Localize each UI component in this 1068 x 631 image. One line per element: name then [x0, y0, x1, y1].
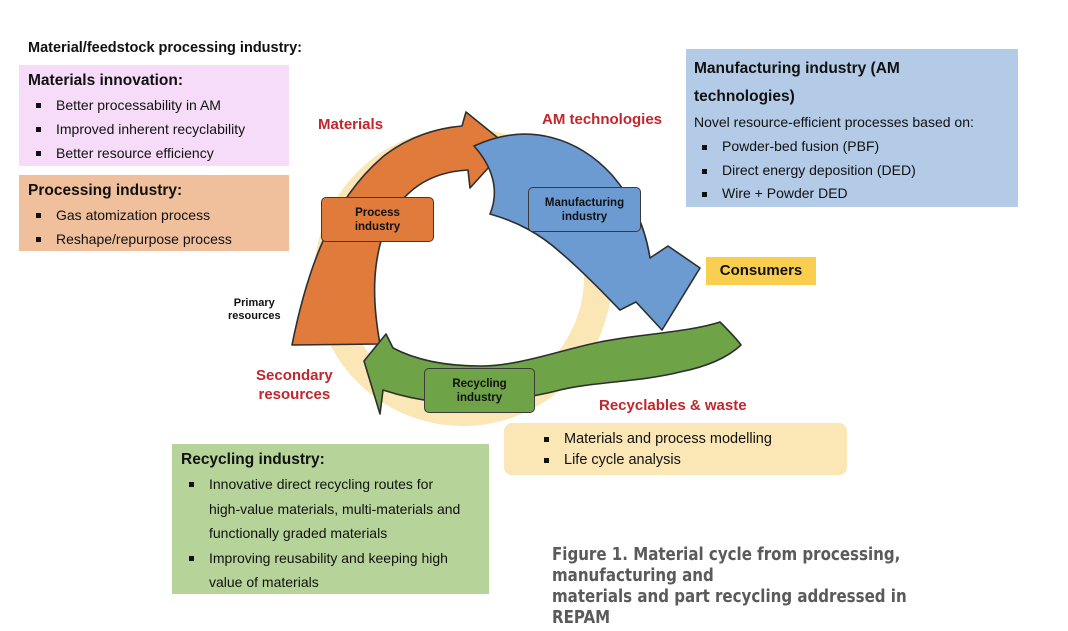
item-line: functionally graded materials	[209, 525, 388, 542]
caption-line: Figure 1. Material cycle from processing…	[552, 545, 901, 586]
list-item: Improving reusability and keeping high v…	[181, 546, 480, 595]
node-line: Manufacturing	[544, 196, 625, 209]
list-item: Reshape/repurpose process	[28, 227, 280, 251]
node-line: industry	[456, 391, 503, 404]
primary-resources-label: Primary resources	[228, 297, 281, 323]
list-item: Innovative direct recycling routes for h…	[181, 472, 480, 546]
list-item: Improved inherent recyclability	[28, 117, 280, 141]
recycling-industry-title: Recycling industry:	[181, 451, 325, 468]
consumers-label: Consumers	[706, 257, 816, 285]
manufacturing-industry-box: Manufacturing industry (AM technologies)…	[686, 49, 1018, 207]
manufacturing-list: Powder-bed fusion (PBF) Direct energy de…	[694, 135, 1010, 206]
manufacturing-industry-node: Manufacturing industry	[528, 187, 641, 232]
manufacturing-title-line1: Manufacturing industry (AM	[694, 60, 900, 77]
modelling-list: Materials and process modelling Life cyc…	[536, 429, 815, 471]
manufacturing-subtitle: Novel resource-efficient processes based…	[694, 114, 974, 130]
am-technologies-label: AM technologies	[542, 111, 663, 128]
top-heading: Material/feedstock processing industry:	[28, 40, 302, 56]
blue-arrow	[473, 133, 701, 331]
modelling-box: Materials and process modelling Life cyc…	[504, 423, 847, 475]
processing-industry-box: Processing industry: Gas atomization pro…	[19, 175, 289, 251]
materials-label: Materials	[318, 116, 384, 133]
process-industry-node: Process industry	[321, 197, 434, 242]
recycling-industry-list: Innovative direct recycling routes for h…	[181, 472, 480, 595]
materials-innovation-title: Materials innovation:	[28, 72, 184, 89]
item-line: Improving reusability and keeping high	[209, 549, 448, 566]
item-line: high-value materials, multi-materials an…	[209, 500, 461, 517]
node-line: industry	[354, 220, 401, 233]
manufacturing-title-line2: technologies)	[694, 88, 795, 105]
processing-industry-list: Gas atomization process Reshape/repurpos…	[28, 203, 280, 251]
figure-caption: Figure 1. Material cycle from processing…	[552, 545, 956, 629]
processing-industry-title: Processing industry:	[28, 182, 183, 199]
list-item: Direct energy deposition (DED)	[694, 159, 1010, 183]
list-item: Life cycle analysis	[536, 450, 815, 471]
list-item: Wire + Powder DED	[694, 182, 1010, 206]
item-line: value of materials	[209, 574, 319, 591]
recycling-industry-node: Recycling industry	[424, 368, 535, 413]
list-item: Materials and process modelling	[536, 429, 815, 450]
node-line: industry	[561, 210, 608, 223]
recyclables-waste-label: Recyclables & waste	[599, 397, 747, 414]
node-line: Recycling	[452, 377, 507, 390]
caption-line: materials and part recycling addressed i…	[552, 587, 907, 628]
materials-innovation-list: Better processability in AM Improved inh…	[28, 93, 280, 165]
list-item: Better processability in AM	[28, 93, 280, 117]
list-item: Powder-bed fusion (PBF)	[694, 135, 1010, 159]
recycling-industry-box: Recycling industry: Innovative direct re…	[172, 444, 489, 594]
node-line: Process	[355, 206, 400, 219]
label-line: Secondary	[256, 367, 333, 384]
label-line: resources	[258, 386, 331, 403]
materials-innovation-box: Materials innovation: Better processabil…	[19, 65, 289, 166]
list-item: Better resource efficiency	[28, 141, 280, 165]
item-line: Innovative direct recycling routes for	[209, 476, 434, 493]
label-line: resources	[228, 310, 281, 322]
list-item: Gas atomization process	[28, 203, 280, 227]
label-line: Primary	[233, 297, 275, 309]
secondary-resources-label: Secondary resources	[256, 366, 333, 404]
